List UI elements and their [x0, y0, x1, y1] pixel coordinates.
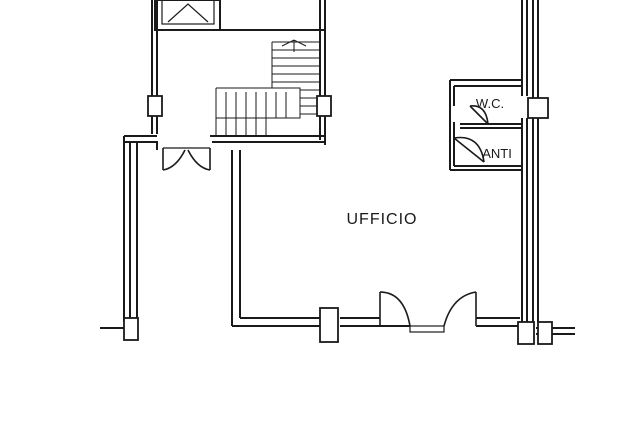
wc-door	[469, 105, 489, 125]
office-walls	[231, 150, 575, 335]
room-label-anti: ANTI	[482, 146, 512, 161]
right-wall	[521, 0, 539, 322]
column	[316, 95, 332, 117]
column	[517, 321, 535, 345]
core-bottom-wall	[124, 135, 325, 150]
room-label-office: UFFICIO	[347, 211, 418, 228]
anti-door	[453, 136, 485, 163]
elevator-shaft	[154, 0, 221, 31]
wc-rooms	[449, 79, 522, 171]
column	[147, 95, 163, 117]
column	[123, 317, 139, 341]
structural-columns	[123, 95, 553, 345]
left-corridor-walls	[100, 136, 138, 329]
staircase	[215, 39, 320, 136]
core-double-door	[162, 147, 211, 171]
column	[537, 321, 553, 345]
office-entrance-door	[379, 291, 477, 333]
column	[527, 97, 549, 119]
room-label-wc: W.C.	[476, 96, 504, 111]
stair-core-walls	[151, 0, 326, 145]
column	[319, 307, 339, 343]
